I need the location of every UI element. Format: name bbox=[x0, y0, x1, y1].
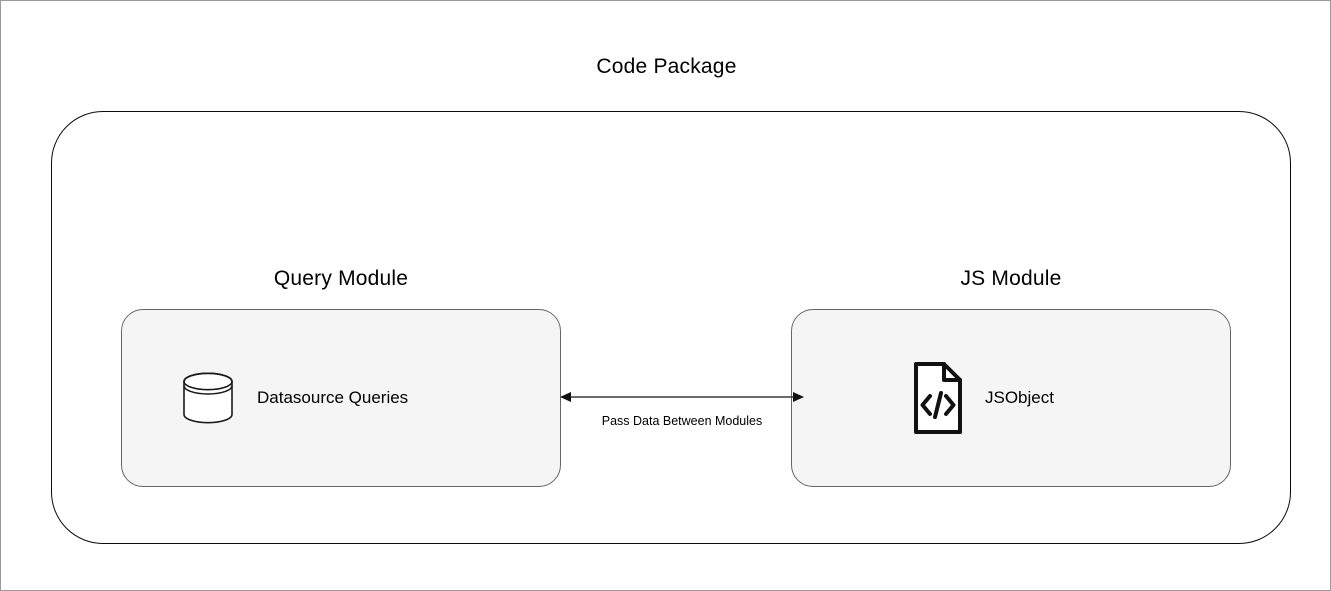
database-cylinder-icon bbox=[181, 371, 235, 425]
code-file-icon bbox=[913, 361, 963, 435]
datasource-queries-label: Datasource Queries bbox=[257, 388, 409, 407]
js-module-title: JS Module bbox=[960, 267, 1062, 290]
double-headed-arrow-icon bbox=[557, 379, 807, 415]
jsobject-node[interactable]: JSObject bbox=[792, 361, 1054, 435]
connector-label: Pass Data Between Modules bbox=[601, 414, 763, 428]
query-module-box[interactable]: Datasource Queries bbox=[121, 309, 561, 487]
package-title: Code Package bbox=[596, 55, 737, 78]
datasource-queries-node[interactable]: Datasource Queries bbox=[122, 371, 408, 425]
js-module-group: JS Module JSObject bbox=[791, 267, 1231, 487]
jsobject-label: JSObject bbox=[985, 388, 1054, 407]
js-module-box[interactable]: JSObject bbox=[791, 309, 1231, 487]
query-module-title: Query Module bbox=[273, 267, 409, 290]
query-module-group: Query Module Datasource Queries bbox=[121, 267, 561, 487]
